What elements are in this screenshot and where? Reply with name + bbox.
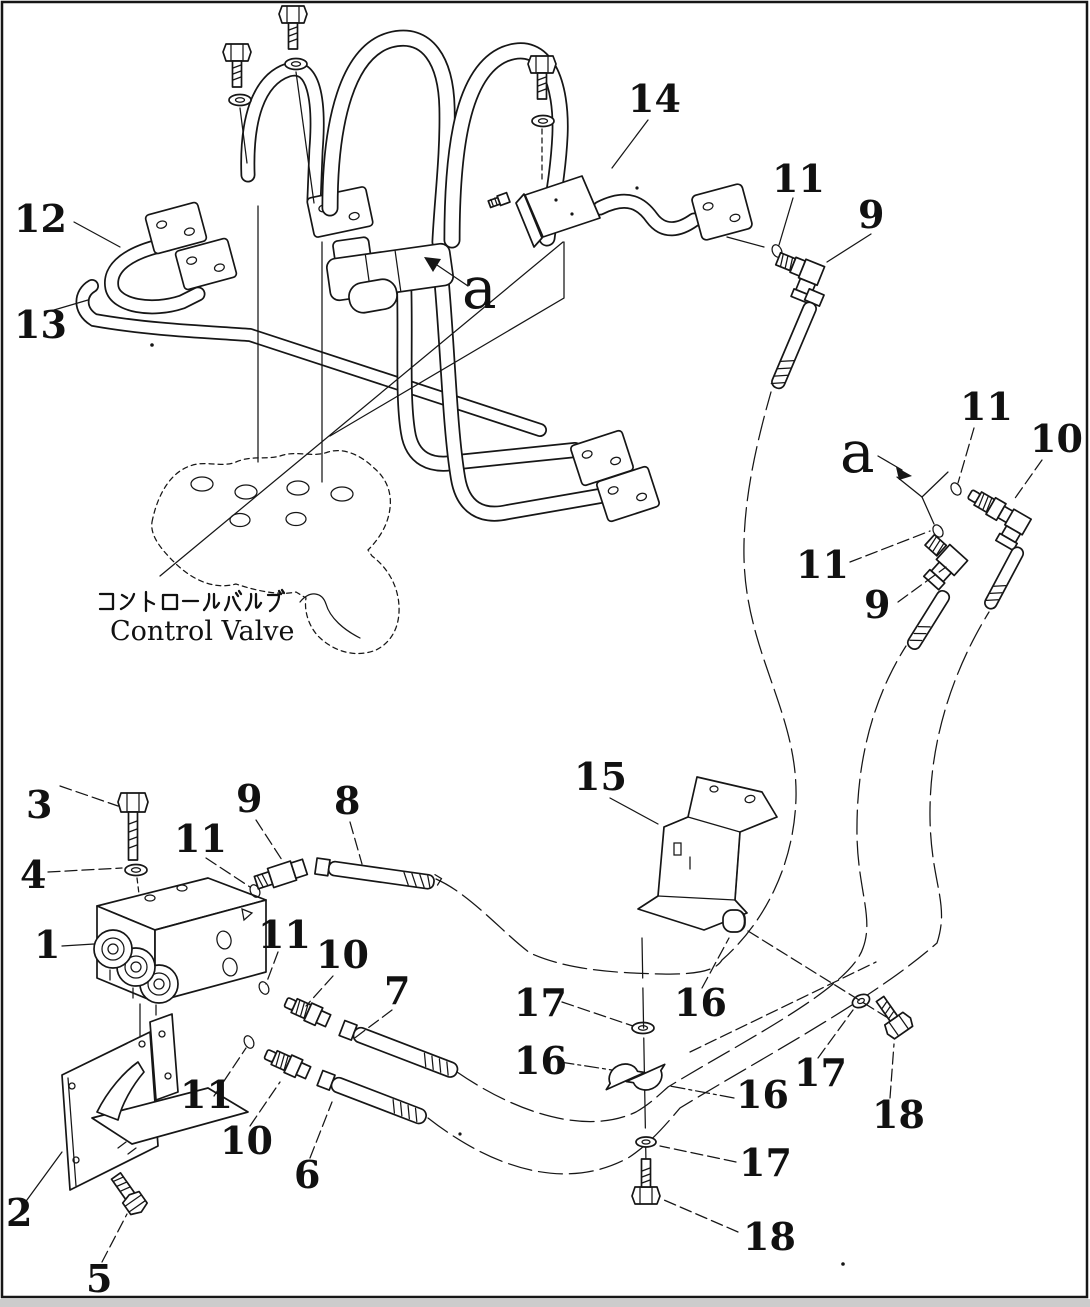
o-ring-icon	[243, 1035, 255, 1049]
arrow-head-icon	[896, 467, 912, 480]
hose	[984, 546, 1025, 610]
o-ring-icon	[258, 981, 270, 995]
callout-15: 15	[574, 754, 627, 799]
callout-3: 3	[26, 782, 52, 827]
flange	[596, 465, 660, 523]
nipple-fitting	[967, 489, 1014, 524]
hose	[906, 589, 951, 650]
block-ports	[93, 929, 179, 1016]
elbow-fitting	[253, 858, 309, 890]
callout-5: 5	[86, 1256, 112, 1301]
callout-17: 17	[739, 1140, 792, 1185]
callout-6: 6	[294, 1152, 320, 1197]
arrow-head-icon	[424, 257, 441, 272]
bolt-icon	[527, 55, 557, 100]
valve-block-1-group	[93, 792, 459, 1149]
scan-edge	[0, 1299, 1090, 1307]
pipe-12-13-group	[75, 201, 547, 437]
callout-1: 1	[34, 922, 60, 967]
callout-11: 11	[174, 816, 227, 861]
mounting-bolts-top	[222, 5, 315, 204]
callout-14: 14	[628, 76, 681, 121]
washer-icon	[531, 114, 555, 128]
callout-9: 9	[858, 192, 884, 237]
callout-8: 8	[334, 778, 360, 823]
pipe-junction-tee	[325, 236, 455, 314]
bolt-icon	[631, 1158, 661, 1205]
callout-11: 11	[180, 1072, 233, 1117]
flange	[144, 201, 208, 255]
callout-9: 9	[864, 582, 890, 627]
bracket-15-group	[605, 776, 914, 1205]
control-valve-label-en: Control Valve	[110, 616, 295, 647]
washer-icon	[228, 93, 252, 107]
callout-16: 16	[736, 1072, 789, 1117]
bolt-icon	[117, 792, 149, 861]
clamp-half	[605, 1063, 646, 1091]
control-valve-caption: Control Valve	[98, 588, 295, 647]
detail-marker-a-side: a	[840, 418, 875, 486]
callout-11: 11	[796, 542, 849, 587]
washer-icon	[284, 57, 308, 71]
detail-marker-a-top: a	[462, 254, 497, 322]
hose	[338, 1019, 459, 1078]
clamp-half	[625, 1063, 666, 1091]
callout-9: 9	[236, 776, 262, 821]
callout-18: 18	[743, 1214, 796, 1259]
callout-17: 17	[514, 980, 567, 1025]
hose	[314, 857, 443, 890]
nipple-fitting	[263, 1049, 312, 1080]
control-valve-outline	[151, 450, 400, 655]
callout-18: 18	[872, 1092, 925, 1137]
elbow-fitting	[774, 251, 826, 305]
o-ring-icon	[950, 482, 962, 496]
callout-17: 17	[794, 1050, 847, 1095]
hose	[770, 287, 825, 390]
callout-10: 10	[1030, 416, 1083, 461]
callout-10: 10	[220, 1118, 273, 1163]
callout-labels: 12 13 14 11 9 a a 11 10 11 9 3 4 1 11 9 …	[6, 76, 1083, 1301]
hose-routing-curves	[427, 391, 990, 1175]
valve-block-14	[487, 175, 601, 248]
nipple-fitting	[283, 997, 332, 1028]
callout-12: 12	[14, 196, 67, 241]
label-pointer-squiggle	[299, 593, 361, 639]
top-pipe-assembly	[240, 29, 660, 523]
flange	[174, 237, 238, 291]
elbow-fitting	[922, 533, 969, 591]
callout-4: 4	[20, 852, 46, 897]
callout-10: 10	[316, 932, 369, 977]
callout-7: 7	[384, 968, 410, 1013]
part14-assembly	[487, 55, 826, 390]
construction-lines	[159, 205, 565, 577]
hose	[316, 1069, 427, 1125]
callout-11: 11	[960, 384, 1013, 429]
callout-11: 11	[258, 912, 311, 957]
washer-icon	[124, 863, 148, 877]
callout-16: 16	[674, 980, 727, 1025]
detail-a-fittings	[896, 471, 1033, 650]
callout-16: 16	[514, 1038, 567, 1083]
elbow-fitting	[994, 508, 1033, 552]
o-ring-icon	[932, 524, 944, 538]
print-specks	[150, 186, 845, 1266]
bolt-icon	[875, 995, 914, 1040]
valve-block-1	[93, 877, 267, 1016]
callout-leader-lines	[23, 119, 1043, 1263]
flange	[691, 183, 753, 241]
callout-2: 2	[6, 1190, 32, 1235]
washer-icon	[635, 1136, 657, 1148]
bolt-icon	[222, 43, 252, 88]
callout-11: 11	[772, 156, 825, 201]
bolt-icon	[110, 1171, 148, 1216]
callout-13: 13	[14, 302, 67, 347]
bracket-2-group	[61, 1013, 249, 1216]
control-valve-label-jp	[98, 588, 286, 613]
bolt-icon	[278, 5, 308, 50]
